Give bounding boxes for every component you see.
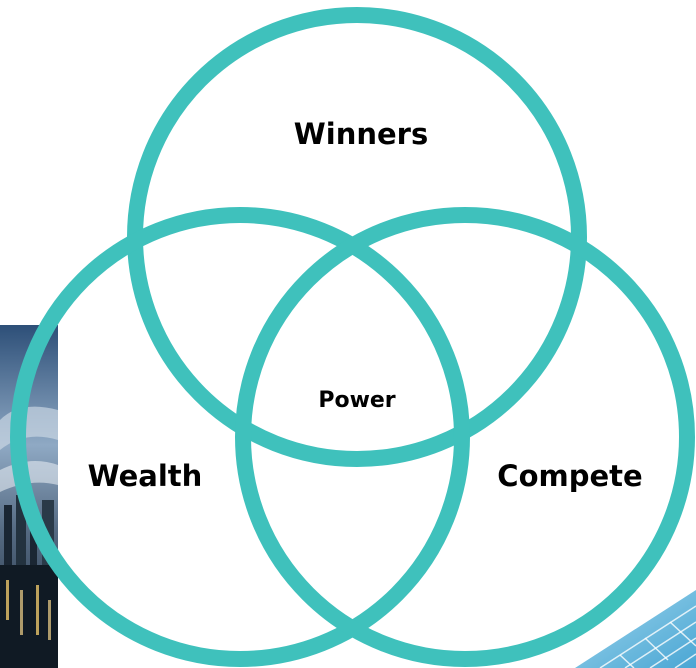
set-label-wealth: Wealth	[88, 459, 203, 493]
venn-circle-wealth	[10, 207, 470, 667]
intersection-label-power: Power	[318, 388, 395, 413]
set-label-compete: Compete	[497, 459, 642, 493]
blue-grid-panel	[575, 590, 696, 668]
set-label-winners: Winners	[294, 117, 428, 151]
venn-circle-compete	[235, 207, 695, 667]
